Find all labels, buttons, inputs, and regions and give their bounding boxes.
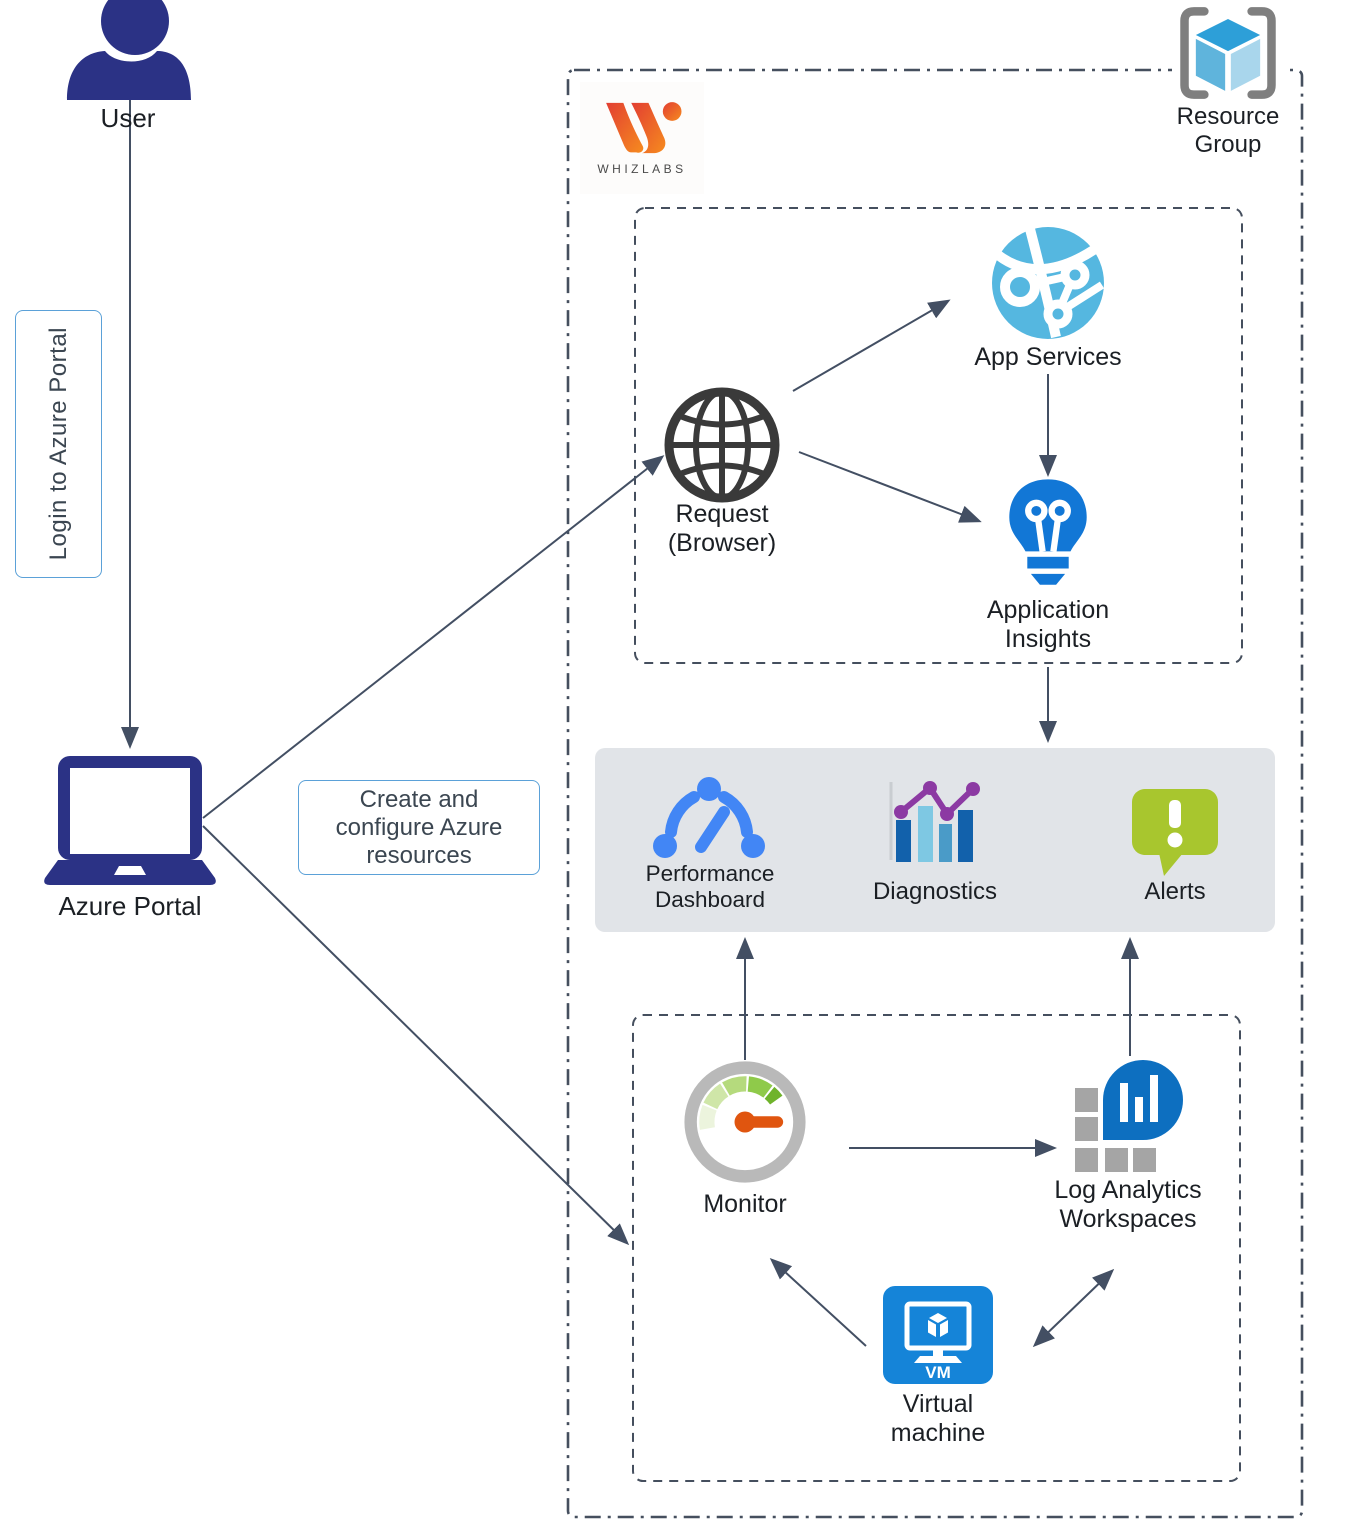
arrow-vm-loganalytics-bidirectional [1032, 1268, 1115, 1348]
log-analytics-icon [1072, 1058, 1188, 1174]
create-configure-label: Create and configure Azure resources [335, 785, 503, 869]
alerts-label: Alerts [1144, 878, 1206, 905]
virtual-machine-icon: VM [883, 1286, 993, 1384]
azure-portal-label: Azure Portal [58, 891, 202, 921]
virtual-machine-label: Virtual machine [890, 1390, 986, 1448]
whizlabs-mark [606, 102, 682, 154]
whizlabs-logo: WHIZLABS [580, 82, 704, 194]
resource-group-label: Resource Group [1176, 103, 1280, 159]
monitor-label: Monitor [703, 1190, 787, 1218]
diagnostics-label: Diagnostics [872, 878, 998, 905]
monitor-icon [683, 1060, 807, 1184]
login-box-label: Login to Azure Portal [44, 327, 72, 561]
whizlabs-wordmark: WHIZLABS [597, 162, 687, 176]
vm-badge: VM [925, 1363, 951, 1382]
app-services-icon [990, 225, 1106, 341]
login-to-azure-portal-box: Login to Azure Portal [15, 310, 102, 578]
log-analytics-label: Log Analytics Workspaces [1054, 1176, 1202, 1234]
diagnostics-icon [885, 772, 985, 868]
performance-dashboard-label: Performance Dashboard [645, 861, 775, 913]
arrow-request-to-app-insights [798, 451, 982, 523]
alerts-icon [1131, 788, 1219, 878]
request-browser-label: Request (Browser) [667, 500, 777, 558]
user-label: User [100, 103, 156, 133]
application-insights-label: Application Insights [986, 596, 1110, 654]
arrow-portal-to-infra [202, 825, 630, 1246]
app-services-label: App Services [974, 343, 1122, 371]
request-browser-icon [662, 385, 782, 505]
application-insights-icon [1003, 476, 1093, 598]
laptop-icon [42, 754, 218, 886]
resource-group-icon [1172, 3, 1284, 103]
infra-tier-container [632, 1014, 1241, 1482]
arrow-request-to-app-services [792, 299, 951, 392]
app-tier-container [634, 207, 1243, 664]
performance-dashboard-icon [653, 776, 765, 864]
arrow-vm-to-monitor [769, 1257, 867, 1347]
user-icon [63, 0, 195, 100]
arrow-portal-to-request [202, 455, 665, 819]
create-configure-box: Create and configure Azure resources [298, 780, 540, 875]
